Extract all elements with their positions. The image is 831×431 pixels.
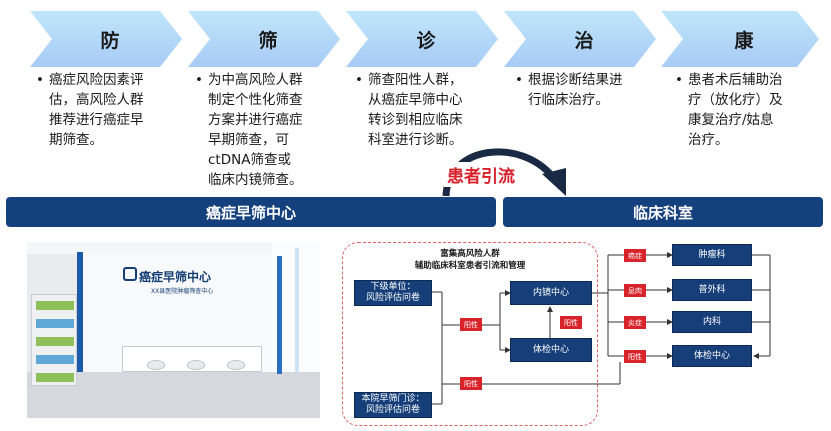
step-text-line: 方案并进行癌症 <box>208 112 303 128</box>
screening-center-photo: 癌症早筛中心 XX县医院肿瘤筛查中心 <box>27 242 320 418</box>
step-description-1: • 癌症风险因素评估，高风险人群推荐进行癌症早期筛查。 <box>36 70 144 150</box>
bullet-point: • <box>675 72 683 88</box>
screening-center-bar: 癌症早筛中心 <box>6 197 496 227</box>
step-text-line: 筛查阳性人群， <box>368 72 463 88</box>
step-text-line: 康复治疗/姑息 <box>688 112 774 128</box>
step-text-line: 推荐进行癌症早 <box>49 112 144 128</box>
step-label: 诊 <box>416 29 436 52</box>
positive-tag: 阳性 <box>624 350 646 363</box>
step-text-line: 早期筛查，可 <box>208 132 289 148</box>
bullet-point: • <box>355 72 363 88</box>
checkup-center-dept-box: 体检中心 <box>672 345 752 367</box>
step-description-5: • 患者术后辅助治疗（放化疗）及康复治疗/姑息治疗。 <box>675 70 783 150</box>
step-label: 筛 <box>258 29 278 52</box>
step-text-line: 临床内镜筛查。 <box>208 172 303 188</box>
step-text-line: 行临床治疗。 <box>528 92 609 108</box>
result-tag-inflammation: 炎症 <box>624 316 646 329</box>
flow-title: 富集高风险人群 辅助临床科室患者引流和管理 <box>414 249 526 271</box>
step-text-line: 癌症风险因素评 <box>49 72 144 88</box>
lower-unit-questionnaire-box: 下级单位：风险评估问卷 <box>354 280 432 306</box>
step-text-line: 期筛查。 <box>49 132 103 148</box>
step-text-line: 为中高风险人群 <box>208 72 303 88</box>
center-logo-icon <box>123 267 137 281</box>
hospital-clinic-questionnaire-box: 本院早筛门诊：风险评估问卷 <box>354 392 432 418</box>
step-chevron-1: 防 <box>30 11 182 67</box>
step-text-line: 制定个性化筛查 <box>208 92 303 108</box>
positive-tag: 阳性 <box>460 318 482 331</box>
bullet-point: • <box>195 72 203 88</box>
screening-center-label: 癌症早筛中心 <box>205 203 296 222</box>
bullet-point: • <box>36 72 44 88</box>
step-chevron-5: 康 <box>661 11 819 67</box>
brochure-shelf <box>31 294 77 386</box>
internal-medicine-dept-box: 内科 <box>672 311 752 333</box>
clinical-dept-label: 临床科室 <box>632 203 693 222</box>
high-risk-group-frame <box>342 242 598 426</box>
step-label: 康 <box>734 29 754 52</box>
result-tag-cancer: 癌症 <box>624 249 646 262</box>
step-text-line: 估，高风险人群 <box>49 92 144 108</box>
step-text-line: 根据诊断结果进 <box>528 72 623 88</box>
photo-sign-subtitle: XX县医院肿瘤筛查中心 <box>151 288 214 295</box>
step-description-2: • 为中高风险人群制定个性化筛查方案并进行癌症早期筛查，可 ctDNA筛查或临床内镜… <box>195 70 303 190</box>
step-text-line: ctDNA筛查或 <box>208 152 291 168</box>
step-text-line: 治疗。 <box>688 132 729 148</box>
step-chevron-4: 治 <box>504 11 656 67</box>
oncology-dept-box: 肿瘤科 <box>672 244 752 266</box>
general-surgery-dept-box: 普外科 <box>672 279 752 301</box>
checkup-center-box: 体检中心 <box>510 338 592 362</box>
photo-sign-title: 癌症早筛中心 <box>139 270 212 284</box>
step-label: 防 <box>100 29 120 52</box>
step-label: 治 <box>574 29 594 52</box>
endoscopy-center-box: 内镜中心 <box>510 281 592 305</box>
step-text-line: 疗（放化疗）及 <box>688 92 783 108</box>
positive-tag: 阳性 <box>560 316 582 329</box>
patient-referral-label: 患者引流 <box>444 162 518 187</box>
step-text-line: 科室进行诊断。 <box>368 132 463 148</box>
step-chevron-2: 筛 <box>188 11 340 67</box>
step-text-line: 从癌症早筛中心 <box>368 92 463 108</box>
clinical-dept-bar: 临床科室 <box>503 197 823 227</box>
positive-tag: 阳性 <box>460 377 482 390</box>
step-chevron-3: 诊 <box>346 11 498 67</box>
step-description-3: • 筛查阳性人群， 从癌症早筛中心转诊到相应临床科室进行诊断。 <box>355 70 463 150</box>
bullet-point: • <box>515 72 523 88</box>
step-description-4: • 根据诊断结果进行临床治疗。 <box>515 70 623 110</box>
result-tag-polyp: 息肉 <box>624 284 646 297</box>
step-text-line: 患者术后辅助治 <box>688 72 783 88</box>
step-text-line: 转诊到相应临床 <box>368 112 463 128</box>
